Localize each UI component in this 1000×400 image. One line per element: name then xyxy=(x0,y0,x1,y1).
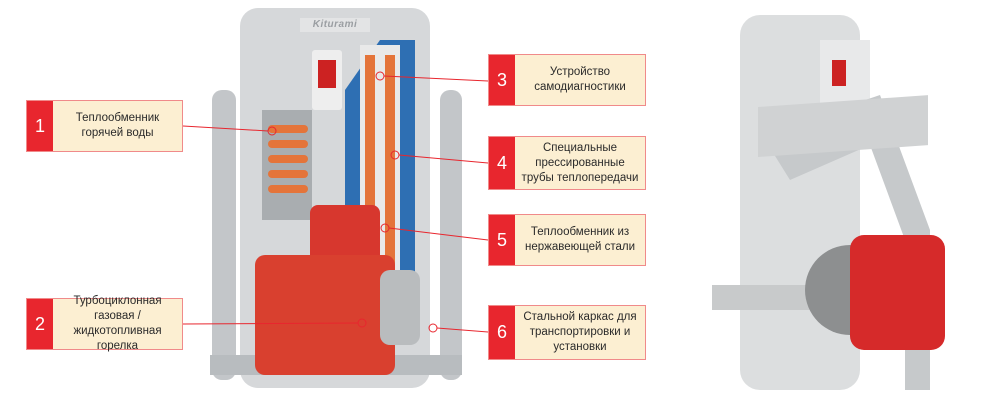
callout-text: Теплообменник из нержавеющей стали xyxy=(525,226,635,253)
callout-text: Устройство самодиагностики xyxy=(534,66,626,93)
brand-logo: Kiturami xyxy=(312,19,358,30)
callout-text: Стальной каркас для транспортировки и ус… xyxy=(523,311,637,353)
boiler-photo xyxy=(712,15,945,390)
callout-3: 3 Устройство самодиагностики xyxy=(488,54,646,106)
callout-5: 5 Теплообменник из нержавеющей стали xyxy=(488,214,646,266)
connector-lines xyxy=(182,71,489,333)
callout-1: 1 Теплообменник горячей воды xyxy=(26,100,183,152)
callout-number: 4 xyxy=(489,137,515,189)
callout-6: 6 Стальной каркас для транспортировки и … xyxy=(488,305,646,360)
callout-text: Теплообменник горячей воды xyxy=(75,112,160,139)
cutaway-boiler xyxy=(210,8,462,388)
callout-number: 6 xyxy=(489,306,515,359)
callout-number: 1 xyxy=(27,101,53,151)
callout-4: 4 Специальные прессированные трубы тепло… xyxy=(488,136,646,190)
callout-2: 2 Турбоциклонная газовая / жидкотопливна… xyxy=(26,295,183,352)
callout-number: 2 xyxy=(27,299,53,349)
callout-number: 3 xyxy=(489,55,515,105)
callout-number: 5 xyxy=(489,215,515,265)
callout-text: Турбоциклонная газовая / жидкотопливная … xyxy=(73,295,162,352)
callout-text: Специальные прессированные трубы теплопе… xyxy=(521,141,639,184)
